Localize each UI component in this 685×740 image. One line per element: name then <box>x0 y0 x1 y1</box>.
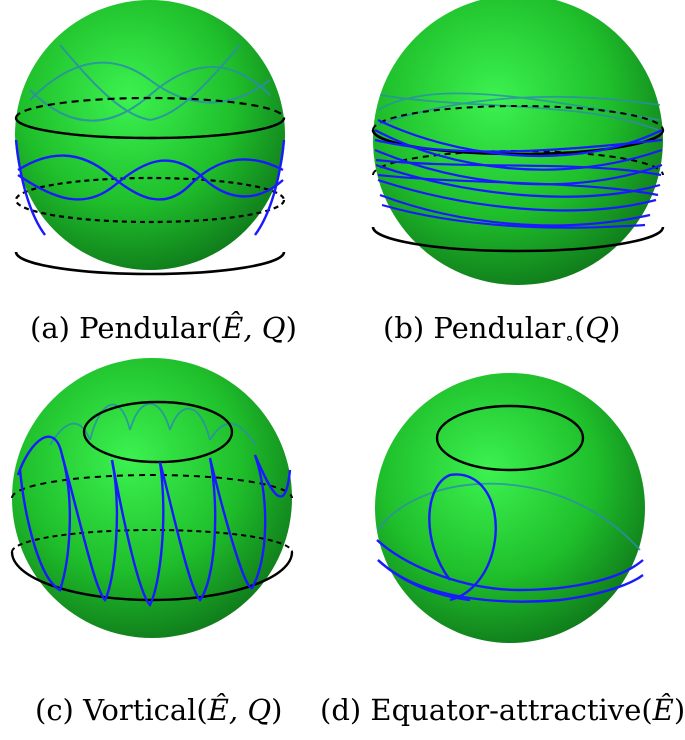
caption-a: (a) Pendular(Ê, Q) <box>30 310 297 345</box>
sphere-a <box>15 0 285 270</box>
boundary-cap-c <box>82 400 234 464</box>
sphere-c <box>12 358 292 638</box>
panel-c-sphere <box>10 358 294 638</box>
panel-b-sphere <box>371 0 665 285</box>
boundary-cap-d <box>435 404 585 472</box>
caption-b: (b) Pendular∘(Q) <box>383 311 620 349</box>
panel-d-sphere <box>375 373 645 643</box>
sphere-b <box>373 0 663 285</box>
panel-a-sphere <box>14 0 286 276</box>
caption-d: (d) Equator-attractive(Ê) <box>320 692 685 727</box>
caption-c: (c) Vortical(Ê, Q) <box>35 692 282 727</box>
